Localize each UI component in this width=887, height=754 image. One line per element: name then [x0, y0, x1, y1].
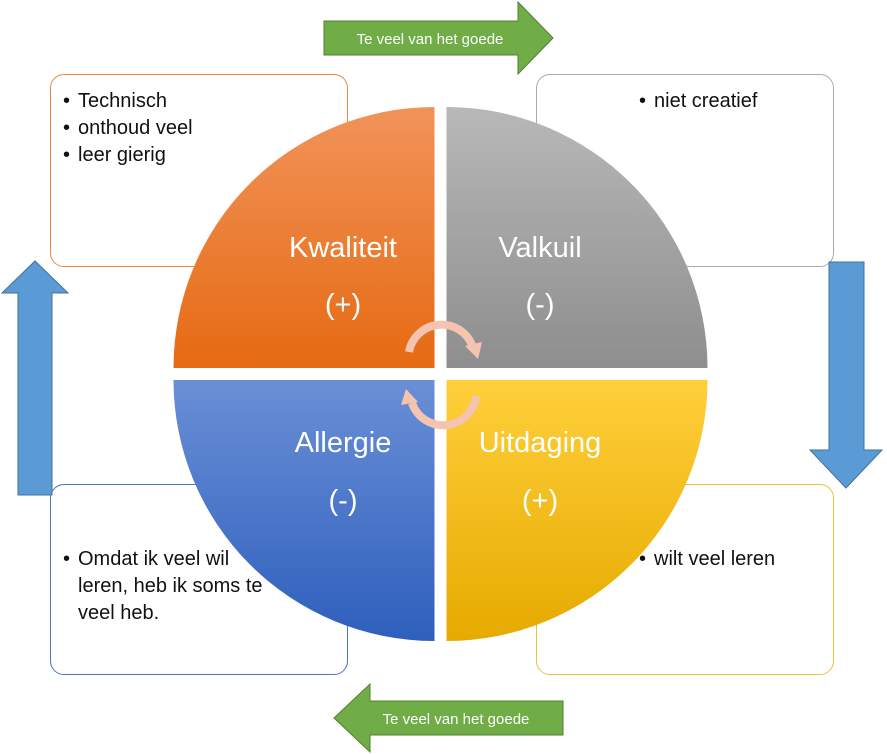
quality-note: onthoud veel [63, 115, 193, 142]
allergie-title: Allergie [295, 427, 392, 459]
quality-note: leer gierig [63, 142, 193, 169]
kwaliteit-title: Kwaliteit [289, 232, 397, 264]
valkuil-title: Valkuil [498, 232, 581, 264]
uitdaging-title: Uitdaging [479, 427, 602, 459]
quadrant-uitdaging [446, 380, 708, 641]
top-arrow: Te veel van het goede [323, 0, 554, 76]
right-arrow-icon [323, 0, 554, 76]
quality-note: Technisch [63, 88, 193, 115]
quadrant-allergie [173, 380, 435, 641]
quadrant-valkuil [446, 107, 708, 368]
challenge-note: wilt veel leren [639, 546, 775, 573]
allergie-sign: (-) [329, 485, 358, 517]
valkuil-sign: (-) [526, 289, 555, 321]
allergy-note: Omdat ik veel wil leren, heb ik soms te … [63, 546, 263, 627]
up-arrow-icon [0, 260, 70, 496]
kwaliteit-sign: (+) [325, 289, 361, 321]
cycle-arrows-icon [401, 320, 482, 430]
top-arrow-label: Te veel van het goede [357, 31, 504, 48]
left-arrow-icon [333, 682, 564, 754]
pitfall-note: niet creatief [639, 88, 757, 115]
bottom-arrow: Te veel van het goede [333, 682, 564, 754]
uitdaging-sign: (+) [522, 485, 558, 517]
down-arrow-icon [808, 261, 884, 489]
bottom-arrow-label: Te veel van het goede [383, 711, 530, 728]
quadrant-kwaliteit [173, 107, 435, 368]
